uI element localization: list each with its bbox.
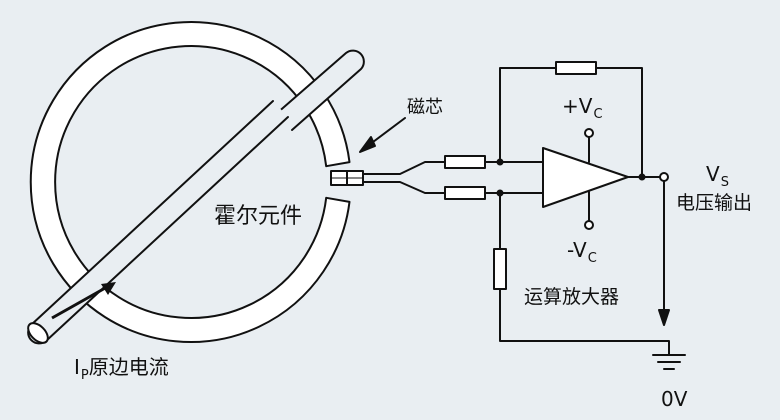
op-amp-label: 运算放大器 [524,286,620,308]
vminus-label: -VC [567,238,597,266]
vplus-terminal [584,128,594,138]
ground-wire [499,288,670,356]
vs-label: VS [706,162,729,190]
core-pointer-arrowhead [359,136,376,153]
zero-volt-label: 0V [661,387,688,411]
output-voltage-label: 电压输出 [676,192,753,214]
magnetic-core [29,21,351,343]
core-label: 磁芯 [407,97,443,118]
input-resistor-2 [444,186,486,200]
junction-output [638,173,646,181]
current-arrow-line [51,285,108,320]
input-resistor-1 [444,155,486,169]
primary-conductor-upper [275,49,365,131]
output-arrowhead [658,309,670,326]
load-resistor [493,248,507,290]
op-amp [542,147,629,208]
ground-symbol [652,354,686,370]
hall-lead-lower [362,181,446,194]
hall-lead-upper [362,161,446,175]
primary-current-label: IP原边电流 [74,355,169,383]
output-terminal [659,172,669,182]
hall-element-label: 霍尔元件 [214,204,303,229]
feedback-resistor [555,61,597,75]
vminus-terminal [584,220,594,230]
vplus-label: +VC [562,94,603,122]
current-arrowhead [101,282,116,295]
conductor-end [27,322,49,344]
